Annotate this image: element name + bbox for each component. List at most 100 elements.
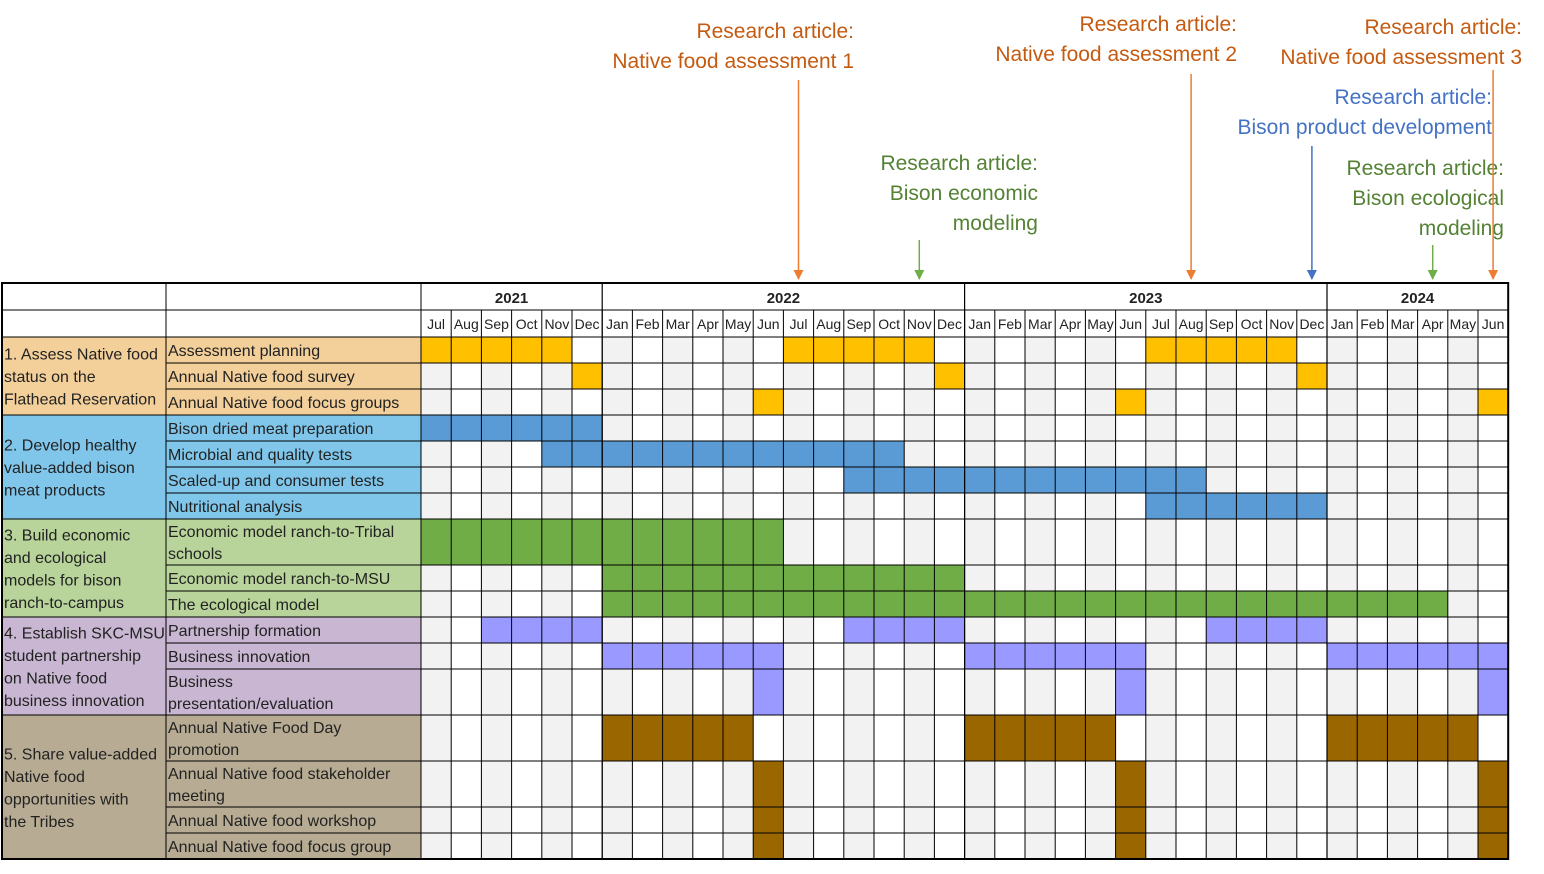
grid-cell	[843, 807, 874, 833]
grid-cell	[1176, 363, 1207, 389]
grid-cell	[1206, 761, 1237, 807]
annotation-text: Research article:	[880, 152, 1038, 175]
grid-cell	[1145, 441, 1176, 467]
grid-cell	[813, 807, 844, 833]
grid-cell	[541, 761, 572, 807]
grid-cell	[964, 363, 995, 389]
grid-cell	[1327, 519, 1358, 565]
grid-cell	[964, 519, 995, 565]
grid-cell	[1266, 519, 1297, 565]
grid-cell	[511, 669, 542, 715]
grid-cell	[481, 715, 512, 761]
grid-cell	[572, 669, 603, 715]
grid-cell	[1296, 761, 1327, 807]
grid-cell	[1296, 467, 1327, 493]
objective-label: Native food	[4, 769, 85, 786]
grid-cell	[723, 807, 754, 833]
objective-label: 2. Develop healthy	[4, 438, 137, 455]
grid-cell	[1055, 807, 1086, 833]
grid-cell	[1025, 441, 1056, 467]
grid-cell	[1145, 807, 1176, 833]
grid-cell	[723, 389, 754, 415]
grid-cell	[421, 467, 452, 493]
grid-cell	[1417, 363, 1448, 389]
year-label: 2021	[495, 290, 528, 307]
grid-cell	[934, 441, 965, 467]
grid-cell	[692, 669, 723, 715]
grid-cell	[1176, 389, 1207, 415]
research-article-annotation: Research article:Native food assessment …	[1280, 16, 1522, 280]
grid-cell	[1417, 807, 1448, 833]
grid-cell	[602, 337, 633, 363]
month-label: Sep	[1209, 316, 1234, 332]
grid-cell	[1176, 807, 1207, 833]
grid-cell	[1417, 467, 1448, 493]
grid-cell	[934, 415, 965, 441]
month-label: Jun	[1482, 316, 1505, 332]
grid-cell	[1025, 617, 1056, 643]
grid-cell	[1357, 669, 1388, 715]
task-label: Business innovation	[168, 649, 310, 666]
grid-cell	[1387, 617, 1418, 643]
month-label: Aug	[816, 316, 841, 332]
objective-label: student partnership	[4, 648, 141, 665]
grid-cell	[1266, 669, 1297, 715]
grid-cell	[1357, 441, 1388, 467]
grid-cell	[813, 643, 844, 669]
grid-cell	[994, 363, 1025, 389]
grid-cell	[602, 493, 633, 519]
gantt-bar	[421, 337, 572, 363]
grid-cell	[1266, 415, 1297, 441]
objective-1-background	[2, 337, 421, 415]
grid-cell	[1055, 617, 1086, 643]
gantt-bar	[753, 761, 784, 807]
grid-cell	[1357, 519, 1388, 565]
grid-cell	[1145, 833, 1176, 859]
grid-cell	[541, 715, 572, 761]
grid-cell	[1025, 389, 1056, 415]
year-label: 2024	[1401, 290, 1435, 307]
grid-cell	[1085, 337, 1116, 363]
grid-cell	[481, 363, 512, 389]
grid-cell	[1055, 833, 1086, 859]
task-label: promotion	[168, 742, 239, 759]
grid-cell	[1206, 389, 1237, 415]
grid-cell	[1357, 565, 1388, 591]
objective-label: meat products	[4, 483, 105, 500]
gantt-bar	[1115, 669, 1146, 715]
grid-cell	[421, 591, 452, 617]
grid-cell	[1387, 761, 1418, 807]
grid-cell	[662, 833, 693, 859]
grid-cell	[994, 493, 1025, 519]
grid-cell	[1478, 565, 1509, 591]
grid-cell	[1176, 565, 1207, 591]
grid-cell	[994, 833, 1025, 859]
grid-cell	[1387, 363, 1418, 389]
grid-cell	[481, 493, 512, 519]
grid-cell	[1176, 643, 1207, 669]
month-label: Jun	[1119, 316, 1142, 332]
month-label: Jul	[427, 316, 445, 332]
grid-cell	[692, 467, 723, 493]
grid-cell	[1447, 833, 1478, 859]
grid-cell	[994, 337, 1025, 363]
grid-cell	[1085, 389, 1116, 415]
gantt-bar	[1115, 389, 1146, 415]
task-label: Microbial and quality tests	[168, 447, 352, 464]
gantt-bar	[1327, 715, 1478, 761]
grid-cell	[783, 363, 814, 389]
grid-cell	[1085, 807, 1116, 833]
task-label: presentation/evaluation	[168, 696, 333, 713]
grid-cell	[723, 669, 754, 715]
month-label: Oct	[516, 316, 538, 332]
grid-cell	[904, 807, 935, 833]
task-label: Scaled-up and consumer tests	[168, 473, 384, 490]
grid-cell	[783, 389, 814, 415]
grid-cell	[1025, 761, 1056, 807]
grid-cell	[602, 807, 633, 833]
grid-cell	[1145, 519, 1176, 565]
grid-cell	[662, 669, 693, 715]
grid-cell	[1327, 337, 1358, 363]
grid-cell	[1387, 415, 1418, 441]
